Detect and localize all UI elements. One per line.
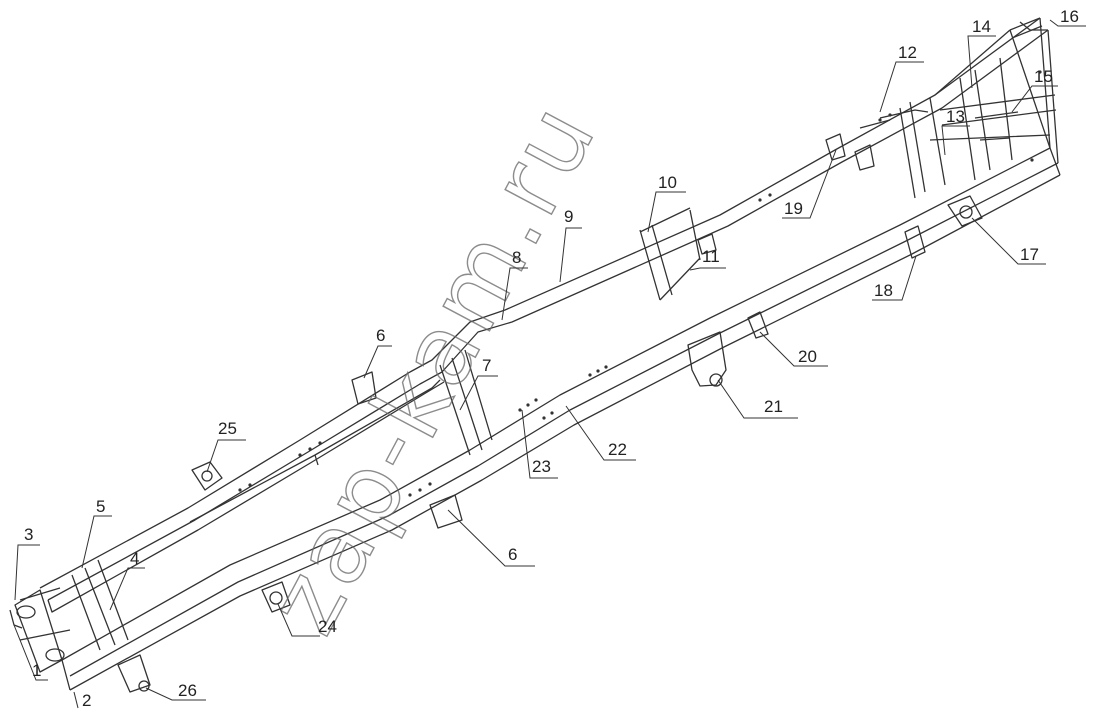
near-side-rail <box>61 147 1061 691</box>
svg-text:25: 25 <box>218 419 237 438</box>
callout-5: 5 <box>81 497 112 569</box>
bracket-24 <box>261 581 291 613</box>
bracket-26 <box>117 654 151 693</box>
callout-6-upper: 6 <box>363 326 392 379</box>
callout-6-lower: 6 <box>447 509 535 567</box>
svg-text:14: 14 <box>972 17 991 36</box>
callout-26: 26 <box>145 681 206 701</box>
crossmember-10 <box>639 207 701 301</box>
bracket-21 <box>687 331 727 387</box>
svg-text:5: 5 <box>96 497 105 516</box>
bracket-17 <box>947 195 983 227</box>
callout-2: 2 <box>73 691 91 709</box>
watermark-text: zap-kam.ru <box>246 84 618 650</box>
svg-text:19: 19 <box>784 199 803 218</box>
bracket-11 <box>697 233 717 255</box>
svg-text:10: 10 <box>658 173 677 192</box>
svg-text:8: 8 <box>512 248 521 267</box>
svg-text:22: 22 <box>608 440 627 459</box>
callout-3: 3 <box>14 525 40 601</box>
svg-text:11: 11 <box>702 247 720 266</box>
callouts: 1 2 3 4 5 6 6 7 <box>13 7 1086 709</box>
callout-14: 14 <box>967 17 996 89</box>
svg-text:6: 6 <box>376 326 385 345</box>
crossmember-7 <box>439 349 493 456</box>
callout-24: 24 <box>277 603 337 637</box>
callout-18: 18 <box>872 255 917 301</box>
callout-1: 1 <box>13 624 48 681</box>
bracket-25 <box>191 461 223 491</box>
callout-11: 11 <box>689 247 726 271</box>
frame-drawing <box>9 17 1061 693</box>
callout-4: 4 <box>109 549 145 611</box>
svg-text:13: 13 <box>946 107 965 126</box>
svg-text:3: 3 <box>24 525 33 544</box>
svg-text:24: 24 <box>318 617 337 636</box>
svg-text:23: 23 <box>532 457 551 476</box>
bracket-19 <box>825 133 875 171</box>
callout-25: 25 <box>206 419 246 473</box>
svg-text:18: 18 <box>874 281 893 300</box>
bracket-20 <box>747 311 769 339</box>
front-bumper <box>9 589 65 673</box>
callout-15: 15 <box>1011 67 1058 113</box>
svg-text:20: 20 <box>798 347 817 366</box>
callout-21: 21 <box>717 379 798 419</box>
callout-9: 9 <box>559 207 582 283</box>
callout-23: 23 <box>521 409 558 479</box>
callout-10: 10 <box>647 173 686 233</box>
callout-12: 12 <box>879 43 924 113</box>
svg-text:12: 12 <box>898 43 917 62</box>
far-side-rail <box>39 17 1049 613</box>
rear-end-crossmember <box>929 17 1059 181</box>
callout-20: 20 <box>759 331 828 367</box>
svg-text:26: 26 <box>178 681 197 700</box>
svg-text:2: 2 <box>82 691 91 709</box>
callout-7: 7 <box>459 356 498 411</box>
svg-text:15: 15 <box>1034 67 1053 86</box>
callout-19: 19 <box>782 149 837 219</box>
svg-text:4: 4 <box>130 549 139 568</box>
bracket-18 <box>904 225 926 259</box>
callout-17: 17 <box>971 217 1046 265</box>
callout-16: 16 <box>1049 7 1086 27</box>
rivet-holes <box>238 70 1042 497</box>
callout-22: 22 <box>565 405 636 461</box>
bracket-6-lower <box>429 494 463 529</box>
svg-text:7: 7 <box>482 356 491 375</box>
callout-8: 8 <box>501 248 528 321</box>
svg-text:6: 6 <box>508 545 517 564</box>
svg-text:16: 16 <box>1060 7 1079 26</box>
svg-text:1: 1 <box>32 661 41 680</box>
svg-text:9: 9 <box>564 207 573 226</box>
svg-text:21: 21 <box>764 397 783 416</box>
svg-text:17: 17 <box>1020 245 1039 264</box>
crossmember-12 <box>859 97 946 199</box>
callout-13: 13 <box>941 107 970 156</box>
